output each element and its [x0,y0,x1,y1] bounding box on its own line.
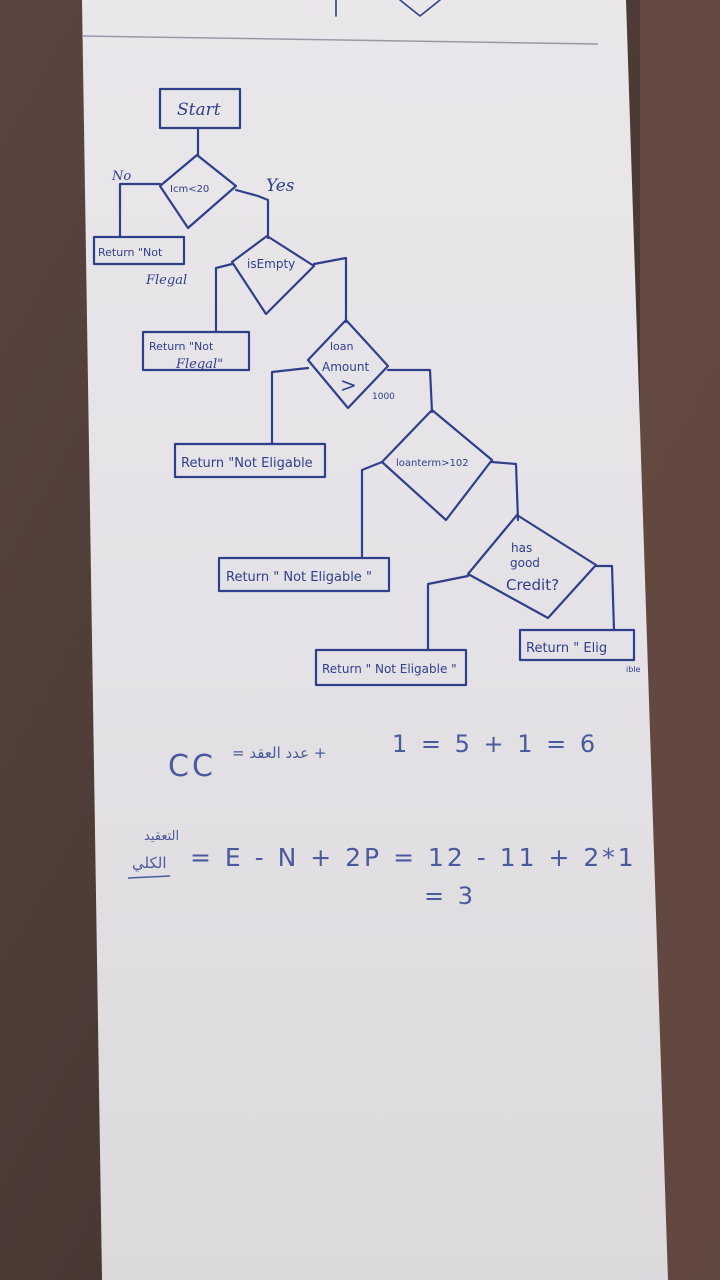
return-4-label: Return " Not Eligable " [226,570,372,585]
decision-5-line1: has [511,541,532,555]
decision-1-no-connector [118,182,162,239]
total-complexity-arabic-top: التعقيد [144,829,179,844]
decision-2-no-connector [214,262,234,334]
return-1-line2: Flegal [145,273,187,288]
return-node-1 [92,235,186,266]
decision-1-yes-connector [234,188,270,240]
total-complexity-arabic-bottom: الكلي [132,854,167,873]
paper-fold-line [81,35,599,45]
start-node [158,87,242,130]
decision-5-line3: Credit? [506,576,559,594]
decision-3-value: 1000 [372,392,395,402]
return-3-label: Return "Not Eligable [181,456,313,471]
return-node-6 [518,628,636,662]
arabic-underline [127,875,171,879]
return-6-label: Return " Elig [526,641,607,656]
decision-node-4 [380,408,494,522]
decision-1-yes-label: Yes [266,176,295,196]
decision-5-no-connector [426,574,470,652]
decision-4-yes-connector [490,460,520,522]
decision-1-no-label: No [111,169,131,184]
return-node-2 [141,330,251,372]
return-node-3 [173,442,327,479]
decision-node-5 [466,513,598,620]
decision-4-no-connector [360,460,384,560]
return-2-line2: Flegal" [175,357,223,372]
decision-node-3 [306,318,390,410]
return-2-line1: Return "Not [149,340,214,353]
previous-page-shape [335,0,441,17]
start-label: Start [177,100,221,120]
decision-3-yes-connector [386,368,434,414]
decision-3-line3: > [340,373,357,397]
decision-2-yes-connector [312,256,348,324]
return-node-5 [314,648,468,687]
cyclomatic-result: = 3 [424,882,476,910]
return-5-label: Return " Not Eligable " [322,662,457,676]
decision-node-2 [230,234,316,316]
return-1-line1: Return "Not [98,246,163,259]
cc-result: 1 = 5 + 1 = 6 [392,730,598,758]
decision-node-1 [158,153,238,230]
cc-label: CC [168,749,216,784]
decision-5-yes-connector [594,564,616,632]
decision-5-line2: good [510,556,540,570]
return-6-tail: ible [626,665,641,674]
cyclomatic-formula: = E - N + 2P = 12 - 11 + 2*1 [190,843,637,872]
decision-2-label: isEmpty [247,257,295,271]
decision-3-no-connector [270,366,310,446]
calculations: CC = عدد العقد + 1 = 5 + 1 = 6 التعقيد ا… [127,730,637,910]
cc-arabic-term: = عدد العقد + [232,744,326,762]
decision-4-label: loanterm>102 [396,458,469,469]
decision-3-line1: loan [330,340,354,353]
return-node-4 [217,556,391,593]
paper-sheet [82,0,668,1280]
flowchart: Start Icm<20 No Yes Return "Not Flegal i… [92,87,641,687]
decision-3-line2: Amount [322,360,369,374]
decision-1-label: Icm<20 [170,184,209,195]
